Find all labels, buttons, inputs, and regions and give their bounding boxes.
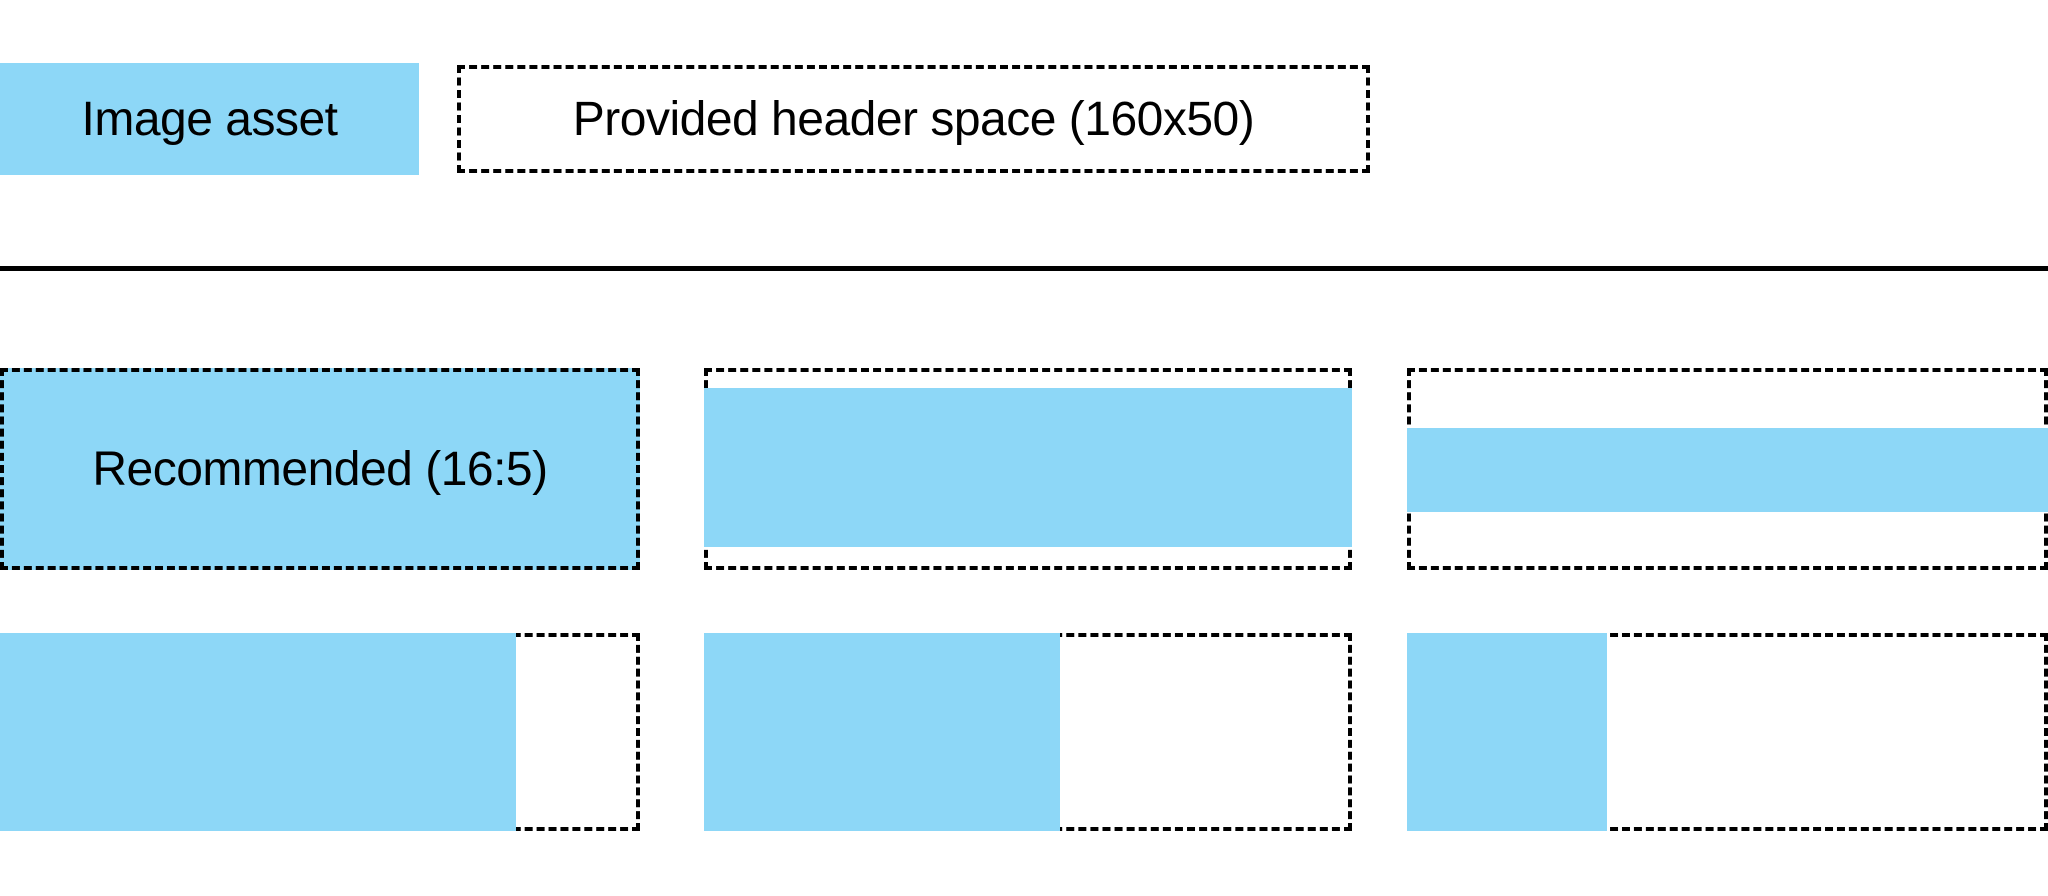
example-much-narrower-than-recommended: [1407, 633, 2048, 831]
image-asset-swatch: Image asset: [0, 63, 419, 175]
image-asset-fill: [708, 387, 1348, 547]
example-wider-than-recommended: [704, 368, 1352, 570]
example-recommended-16x5: Recommended (16:5): [0, 368, 640, 570]
example-slightly-narrower-than-recommended: [0, 633, 640, 831]
image-asset-label: Image asset: [81, 92, 338, 146]
image-asset-fill: [1411, 637, 1608, 827]
divider-line: [0, 266, 2048, 271]
provided-header-space-box: Provided header space (160x50): [457, 65, 1370, 173]
image-asset-fill: [1411, 428, 2044, 512]
image-asset-fill: [4, 372, 636, 566]
image-asset-fill: [4, 637, 516, 827]
provided-header-space-label: Provided header space (160x50): [572, 92, 1255, 146]
example-narrower-than-recommended: [704, 633, 1352, 831]
recommended-label: Recommended (16:5): [92, 442, 548, 496]
example-much-wider-than-recommended: [1407, 368, 2048, 570]
image-asset-fill: [708, 637, 1060, 827]
